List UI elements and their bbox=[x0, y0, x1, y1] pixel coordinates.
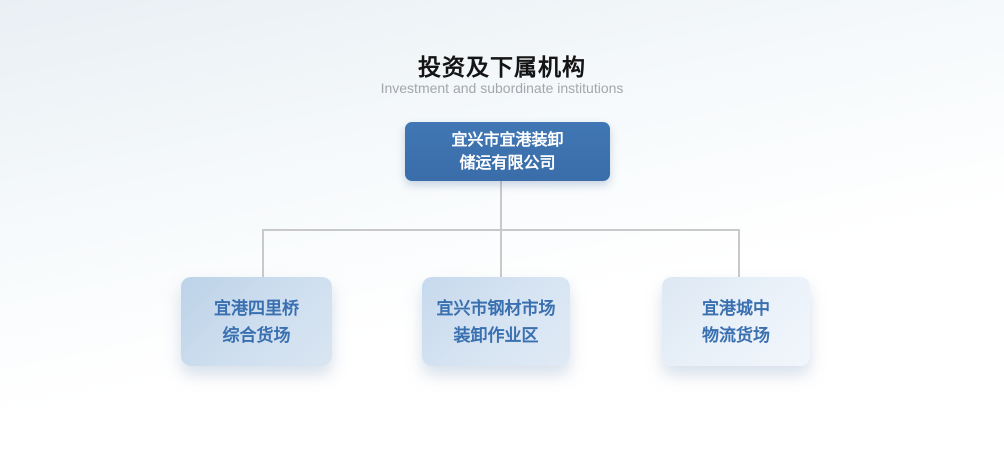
org-node-child-label-line2: 装卸作业区 bbox=[453, 325, 539, 345]
page-subtitle: Investment and subordinate institutions bbox=[380, 80, 624, 96]
org-node-child-label-line1: 宜港四里桥 bbox=[214, 298, 299, 318]
page-title: 投资及下属机构 bbox=[418, 54, 586, 80]
org-node-root: 宜兴市宜港装卸 储运有限公司 bbox=[405, 122, 610, 181]
org-node-child-steel-market: 宜兴市钢材市场 装卸作业区 bbox=[422, 277, 570, 366]
org-node-child-chengzhong: 宜港城中 物流货场 bbox=[662, 277, 810, 366]
connector-drop-left bbox=[262, 229, 264, 277]
org-node-child-label-line2: 综合货场 bbox=[222, 325, 291, 345]
connector-horizontal-rail bbox=[262, 229, 740, 231]
org-node-root-label-line2: 储运有限公司 bbox=[459, 154, 556, 172]
org-node-child-siliqiao: 宜港四里桥 综合货场 bbox=[181, 277, 332, 366]
org-node-root-label-line1: 宜兴市宜港装卸 bbox=[451, 131, 564, 149]
org-node-child-label-line1: 宜港城中 bbox=[702, 298, 770, 318]
org-node-child-label-line1: 宜兴市钢材市场 bbox=[436, 298, 556, 318]
org-node-child-label-line2: 物流货场 bbox=[702, 325, 770, 345]
connector-drop-right bbox=[738, 229, 740, 277]
